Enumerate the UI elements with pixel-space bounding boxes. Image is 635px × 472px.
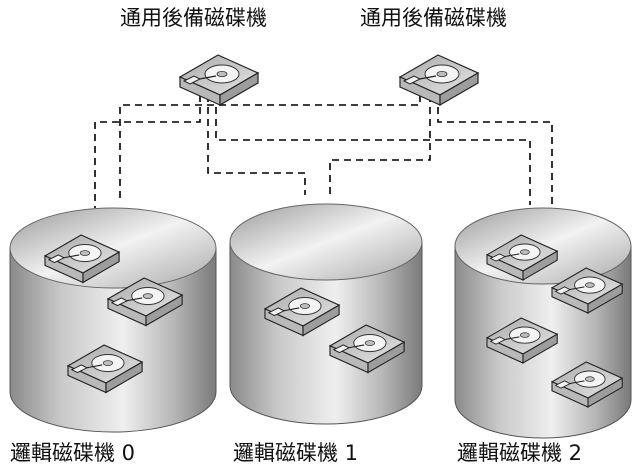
logical-drive-label: 邏輯磁碟機 1 xyxy=(233,441,359,465)
hard-drive-icon xyxy=(43,234,121,284)
connector-line xyxy=(119,95,421,200)
hard-drive-icon xyxy=(485,234,559,281)
connector-line xyxy=(329,95,431,195)
hard-drive-icon xyxy=(398,54,480,107)
logical-drive-label: 邏輯磁碟機 2 xyxy=(457,441,583,465)
hard-drive-icons xyxy=(43,54,624,408)
hard-drive-icon xyxy=(178,54,260,107)
hard-drive-icon xyxy=(550,361,624,408)
connector-line xyxy=(207,95,306,195)
hard-drive-icon xyxy=(485,317,559,364)
spare-drive-label: 通用後備磁碟機 xyxy=(120,6,267,30)
cylinder-icon xyxy=(229,241,423,425)
connector-line xyxy=(437,95,553,208)
hard-drive-icon xyxy=(66,344,144,394)
logical-drive-label: 邏輯磁碟機 0 xyxy=(10,441,136,465)
logical-drive-1-cylinder xyxy=(229,203,423,425)
hard-drive-icon xyxy=(550,267,624,314)
logical-drive-2-cylinder xyxy=(454,207,632,439)
logical-drive-0-cylinder xyxy=(9,207,217,433)
spare-drive-label: 通用後備磁碟機 xyxy=(360,6,507,30)
hard-drive-icon xyxy=(328,324,406,374)
connector-line xyxy=(94,95,201,208)
connector-lines xyxy=(94,95,553,208)
hard-drive-icon xyxy=(106,277,184,327)
hard-drive-icon xyxy=(263,287,341,337)
connector-line xyxy=(215,95,531,205)
